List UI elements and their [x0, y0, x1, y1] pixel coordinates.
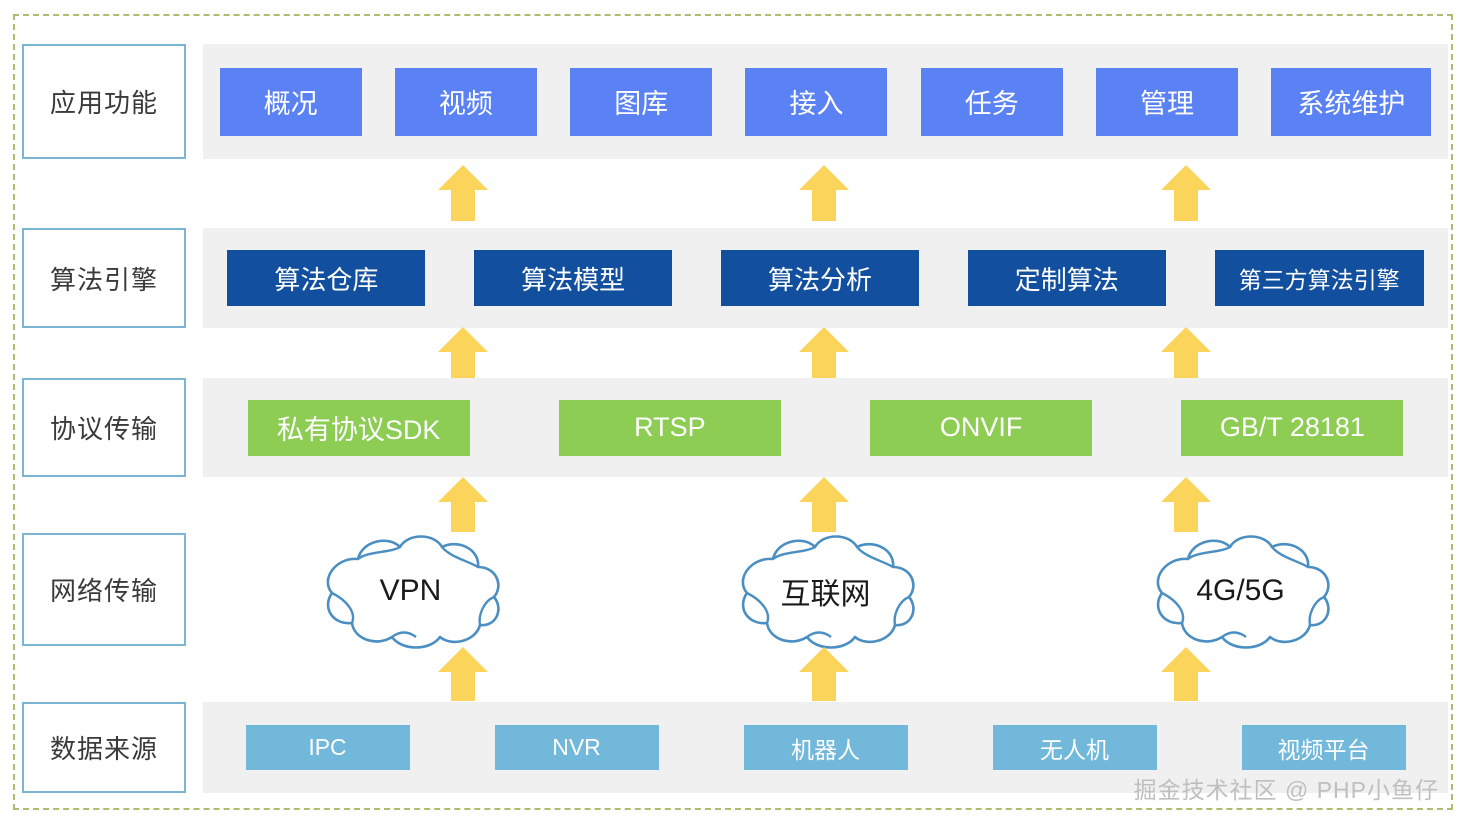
layer-label-text: 算法引擎 — [49, 264, 158, 295]
chip-label: 接入 — [789, 89, 844, 119]
row-band-application: 概况 视频 图库 接入 任务 管理 系统维护 — [203, 44, 1448, 159]
chip-label: 算法模型 — [521, 264, 626, 295]
application-chip-group: 概况 视频 图库 接入 任务 管理 系统维护 — [203, 44, 1448, 159]
cloud-vpn: VPN — [296, 527, 526, 655]
data-source-chip-group: IPC NVR 机器人 无人机 视频平台 — [203, 702, 1448, 793]
up-arrow-icon — [437, 476, 489, 538]
data-chip-nvr[interactable]: NVR — [494, 725, 659, 770]
up-arrow-icon — [1160, 164, 1212, 227]
app-chip-management[interactable]: 管理 — [1096, 67, 1239, 136]
protocol-chip-group: 私有协议SDK RTSP ONVIF GB/T 28181 — [203, 378, 1448, 477]
chip-label: 第三方算法引擎 — [1238, 267, 1400, 293]
chip-label: ONVIF — [939, 412, 1023, 442]
app-chip-gallery[interactable]: 图库 — [570, 67, 713, 136]
up-arrow-icon — [798, 646, 850, 707]
chip-label: 定制算法 — [1014, 264, 1119, 295]
network-cloud-group: VPN 互联网 4G/5G — [203, 521, 1448, 661]
algorithm-chip-group: 算法仓库 算法模型 算法分析 定制算法 第三方算法引擎 — [203, 228, 1448, 328]
up-arrow-icon — [1160, 646, 1212, 707]
chip-label: IPC — [308, 734, 347, 760]
layer-label-text: 网络传输 — [49, 576, 158, 606]
data-chip-video-platform[interactable]: 视频平台 — [1241, 725, 1406, 770]
chip-label: NVR — [552, 734, 601, 760]
watermark: 掘金技术社区 @ PHP小鱼仔 — [1133, 777, 1439, 803]
layer-label-network-transport: 网络传输 — [22, 533, 186, 646]
chip-label: 概况 — [263, 89, 318, 119]
protocol-chip-private-sdk[interactable]: 私有协议SDK — [247, 399, 470, 456]
layer-label-text: 协议传输 — [49, 414, 158, 444]
layer-label-data-source: 数据来源 — [22, 702, 186, 793]
layer-label-application: 应用功能 — [22, 44, 186, 159]
up-arrow-icon — [1160, 476, 1212, 538]
arrow-group-algorithm-to-application — [203, 159, 1448, 228]
algo-chip-third-party-engine[interactable]: 第三方算法引擎 — [1214, 250, 1424, 306]
algo-chip-repository[interactable]: 算法仓库 — [227, 250, 426, 306]
layer-label-protocol-transport: 协议传输 — [22, 378, 186, 477]
chip-label: 机器人 — [791, 736, 860, 763]
algo-chip-model[interactable]: 算法模型 — [474, 250, 673, 306]
chip-label: 算法分析 — [767, 264, 872, 295]
app-chip-overview[interactable]: 概况 — [219, 67, 362, 136]
row-band-algorithm-engine: 算法仓库 算法模型 算法分析 定制算法 第三方算法引擎 — [203, 228, 1448, 328]
protocol-chip-rtsp[interactable]: RTSP — [558, 399, 781, 456]
arrow-group-network-to-protocol — [203, 477, 1448, 533]
chip-label: 视频平台 — [1277, 736, 1370, 763]
cloud-label: 4G/5G — [1196, 574, 1285, 607]
arrow-group-data-to-network — [203, 646, 1448, 702]
chip-label: 管理 — [1140, 89, 1195, 119]
up-arrow-icon — [1160, 326, 1212, 386]
app-chip-video[interactable]: 视频 — [394, 67, 537, 136]
chip-label: 任务 — [964, 89, 1019, 119]
arrow-group-protocol-to-algorithm — [203, 327, 1448, 380]
chip-label: 私有协议SDK — [276, 415, 441, 445]
up-arrow-icon — [798, 476, 850, 538]
cloud-label: 互联网 — [780, 578, 871, 611]
protocol-chip-gbt28181[interactable]: GB/T 28181 — [1181, 399, 1404, 456]
chip-label: 无人机 — [1040, 736, 1109, 763]
up-arrow-icon — [437, 164, 489, 227]
layer-label-text: 数据来源 — [49, 734, 158, 764]
cloud-internet: 互联网 — [711, 527, 941, 655]
up-arrow-icon — [798, 164, 850, 227]
cloud-4g-5g: 4G/5G — [1126, 527, 1356, 655]
chip-label: 图库 — [614, 89, 669, 119]
algo-chip-analysis[interactable]: 算法分析 — [720, 250, 919, 306]
algo-chip-custom[interactable]: 定制算法 — [967, 250, 1166, 306]
row-band-protocol-transport: 私有协议SDK RTSP ONVIF GB/T 28181 — [203, 378, 1448, 477]
cloud-label: VPN — [379, 574, 442, 607]
data-chip-drone[interactable]: 无人机 — [992, 725, 1157, 770]
up-arrow-icon — [437, 326, 489, 386]
data-chip-ipc[interactable]: IPC — [245, 725, 410, 770]
chip-label: GB/T 28181 — [1219, 412, 1365, 442]
layer-label-text: 应用功能 — [49, 88, 158, 118]
cloud-icon — [741, 535, 915, 649]
chip-label: 算法仓库 — [274, 264, 379, 295]
data-chip-robot[interactable]: 机器人 — [743, 725, 908, 770]
app-chip-access[interactable]: 接入 — [745, 67, 888, 136]
cloud-icon — [1156, 535, 1330, 649]
row-band-data-source: IPC NVR 机器人 无人机 视频平台 — [203, 702, 1448, 793]
up-arrow-icon — [798, 326, 850, 386]
app-chip-system-maintenance[interactable]: 系统维护 — [1271, 67, 1432, 136]
protocol-chip-onvif[interactable]: ONVIF — [870, 399, 1093, 456]
chip-label: RTSP — [634, 412, 706, 442]
app-chip-task[interactable]: 任务 — [920, 67, 1063, 136]
layer-label-algorithm-engine: 算法引擎 — [22, 228, 186, 328]
cloud-icon — [326, 535, 500, 649]
chip-label: 系统维护 — [1297, 89, 1406, 119]
up-arrow-icon — [437, 646, 489, 707]
chip-label: 视频 — [438, 89, 493, 119]
